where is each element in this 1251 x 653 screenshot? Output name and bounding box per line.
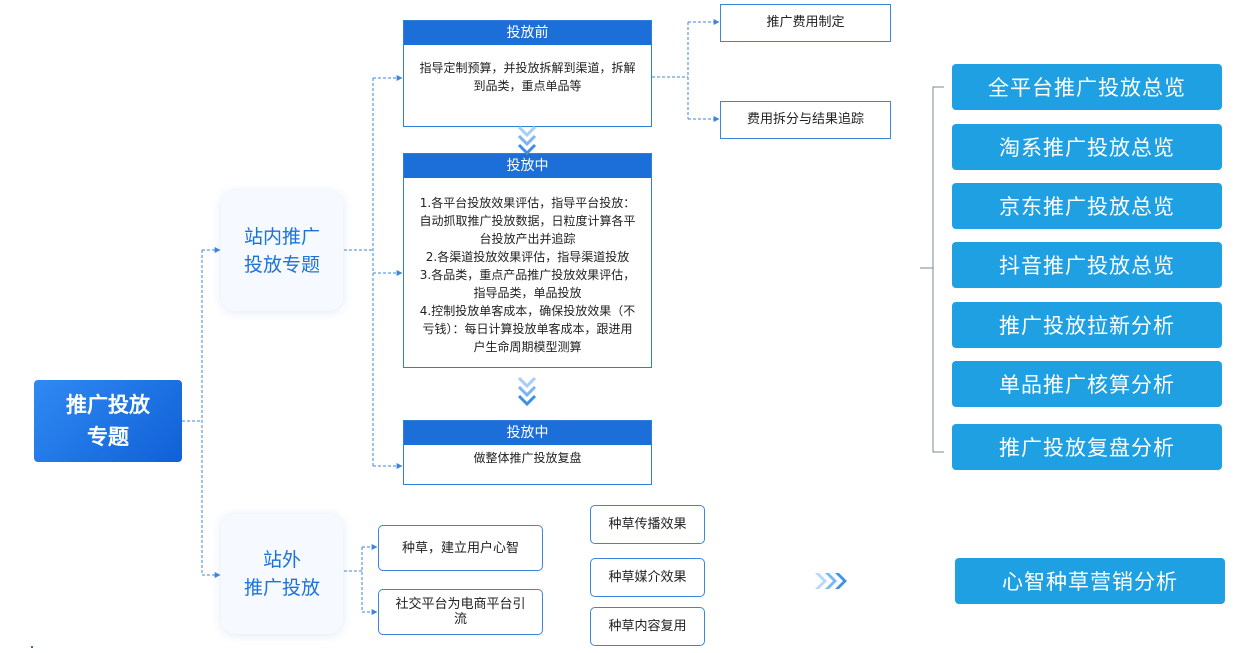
stage-review-title: 投放中 [404, 421, 651, 445]
module-review[interactable]: 推广投放复盘分析 [952, 424, 1222, 470]
output-budget[interactable]: 推广费用制定 [720, 4, 891, 42]
stage-before-body: 指导定制预算，并投放拆解到渠道，拆解到品类，重点单品等 [419, 61, 636, 93]
chevron-down-icon [517, 376, 537, 407]
stage-before-title: 投放前 [404, 21, 651, 45]
stage-review-body: 做整体推广投放复盘 [473, 451, 582, 465]
module-douyin[interactable]: 抖音推广投放总览 [952, 242, 1222, 288]
output-tracking[interactable]: 费用拆分与结果追踪 [720, 101, 891, 139]
offsite-item-traffic[interactable]: 社交平台为电商平台引流 [378, 589, 543, 635]
stage-during-body: 1.各平台投放效果评估，指导平台投放：自动抓取推广投放数据，日粒度计算各平台投放… [419, 196, 636, 354]
bracket [920, 86, 944, 453]
effect-media[interactable]: 种草媒介效果 [590, 558, 705, 597]
effect-content[interactable]: 种草内容复用 [590, 607, 705, 646]
branch-onsite[interactable]: 站内推广投放专题 [221, 191, 343, 311]
module-jd[interactable]: 京东推广投放总览 [952, 183, 1222, 229]
root-node[interactable]: 推广投放专题 [34, 380, 182, 462]
module-taobao[interactable]: 淘系推广投放总览 [952, 124, 1222, 170]
branch-offsite[interactable]: 站外推广投放 [221, 514, 343, 634]
chevron-right-icon [815, 573, 847, 589]
corner-dot [31, 646, 33, 648]
stage-during-title: 投放中 [404, 154, 651, 178]
module-single-product[interactable]: 单品推广核算分析 [952, 361, 1222, 407]
module-acquisition[interactable]: 推广投放拉新分析 [952, 302, 1222, 348]
stage-during[interactable]: 投放中 1.各平台投放效果评估，指导平台投放：自动抓取推广投放数据，日粒度计算各… [403, 153, 652, 368]
stage-before[interactable]: 投放前 指导定制预算，并投放拆解到渠道，拆解到品类，重点单品等 [403, 20, 652, 127]
module-mind-seeding[interactable]: 心智种草营销分析 [955, 558, 1225, 604]
effect-spread[interactable]: 种草传播效果 [590, 505, 705, 544]
chevron-down-icon [517, 125, 537, 156]
module-all-platform[interactable]: 全平台推广投放总览 [952, 64, 1222, 110]
stage-review[interactable]: 投放中 做整体推广投放复盘 [403, 420, 652, 485]
offsite-item-mind[interactable]: 种草，建立用户心智 [378, 525, 543, 571]
